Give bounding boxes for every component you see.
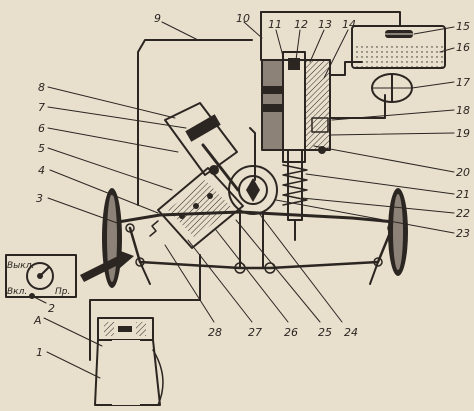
oil-reservoir (351, 25, 446, 69)
drain-line-28 (89, 254, 201, 361)
drive-unit (94, 317, 164, 406)
control-line (249, 127, 256, 181)
callout-12: 12 (294, 18, 308, 31)
callout-19: 19 (456, 127, 470, 140)
callout-7: 7 (38, 101, 45, 114)
tie-rod-joints (125, 223, 397, 274)
callout-8: 8 (38, 81, 45, 94)
piston-rod-assembly (164, 102, 240, 192)
joint-left-center (234, 262, 246, 274)
direction-arrow (80, 255, 124, 282)
callout-5: 5 (38, 142, 45, 155)
callout-24: 24 (344, 326, 358, 339)
callout-15: 15 (456, 20, 470, 33)
switch-panel (5, 254, 77, 298)
sector-gear-key (246, 178, 260, 202)
rod-housing (164, 102, 238, 176)
knuckle-left (125, 223, 135, 233)
callout-22: 22 (456, 207, 470, 220)
callout-6: 6 (38, 122, 45, 135)
control-switch: Выкл. Вкл. Пр. (5, 254, 77, 299)
front-axle (116, 210, 397, 285)
callout-18: 18 (456, 104, 470, 117)
cylinder-cutaway (168, 180, 232, 238)
switch-pointer (39, 266, 50, 277)
shaft-tube (287, 149, 303, 221)
tie-rod (128, 226, 394, 270)
rod-link (201, 143, 240, 192)
switch-label-pr: Пр. (55, 287, 70, 297)
callout-13: 13 (318, 18, 332, 31)
spool-land-2 (262, 104, 283, 112)
callout-20: 20 (456, 166, 470, 179)
reservoir-tank (351, 25, 446, 69)
piston-spring (149, 220, 159, 237)
centering-spring (282, 164, 308, 206)
reaction-chamber (311, 117, 329, 133)
callout-26: 26 (284, 326, 298, 339)
direction-arrowhead (118, 250, 134, 268)
distributor-valve (261, 51, 331, 163)
spool-land-1 (262, 86, 283, 94)
steering-shaft (282, 149, 308, 241)
switch-label-on: Вкл. (7, 287, 27, 297)
callout-11: 11 (268, 18, 282, 31)
callout-27: 27 (248, 326, 262, 339)
cylinder-body (157, 167, 244, 249)
drive-flange (152, 349, 164, 406)
callout-21: 21 (456, 188, 470, 201)
callout-17: 17 (456, 76, 470, 89)
reservoir-supply-line (260, 11, 401, 27)
callout-9: 9 (154, 12, 161, 25)
callout-25: 25 (318, 326, 332, 339)
joint-left (135, 257, 145, 267)
pressure-line-9 (137, 39, 253, 206)
drive-bore (112, 340, 140, 405)
callout-23: 23 (456, 227, 470, 240)
power-cylinder (149, 167, 244, 249)
switch-dial (26, 262, 54, 290)
hydraulic-pump-17 (371, 73, 413, 103)
callout-4: 4 (38, 164, 45, 177)
callout-3: 3 (36, 192, 43, 205)
axle-beam (116, 210, 397, 224)
callout-2: 2 (48, 302, 55, 315)
callout-14: 14 (342, 18, 356, 31)
spool-nut (288, 58, 300, 70)
leader-lines (31, 21, 455, 379)
return-line-18 (329, 94, 386, 119)
callout-28: 28 (208, 326, 222, 339)
rod-clamp (185, 114, 221, 142)
callouts: 1 2 3 4 5 6 7 8 9 10 11 12 13 14 15 16 1… (33, 12, 470, 359)
callout-10: 10 (236, 12, 250, 25)
callout-16: 16 (456, 41, 470, 54)
callout-1: 1 (36, 346, 43, 359)
switch-label-off: Выкл. (7, 261, 34, 271)
callout-A: А (33, 314, 42, 327)
joint-right (373, 257, 383, 267)
reservoir-oil-level (353, 44, 444, 67)
